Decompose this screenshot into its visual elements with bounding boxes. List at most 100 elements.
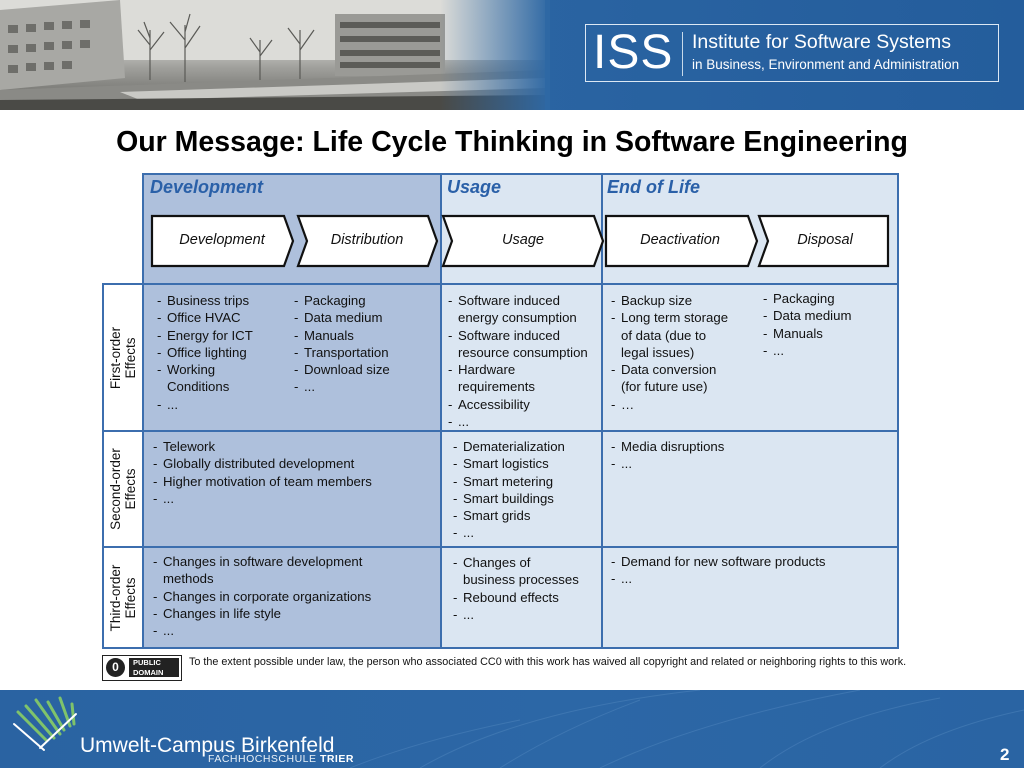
third-order-development-list: Changes in software development methods … (153, 553, 371, 640)
phase-label-development: Development (150, 177, 264, 197)
second-order-eol-list: Media disruptions ... (611, 438, 724, 473)
second-order-usage-list: Dematerialization Smart logistics Smart … (453, 438, 565, 542)
list-item-continued: resource consumption (458, 344, 588, 360)
list-item: Data conversion (611, 361, 728, 379)
list-item: Download size (294, 361, 390, 379)
row-label-second-order: Second-order Effects (108, 448, 138, 530)
row-label-first-order: First-order Effects (108, 326, 138, 389)
list-item: Media disruptions (611, 438, 724, 456)
list-item: Demand for new software products (611, 553, 826, 571)
list-item-continued: (for future use) (621, 379, 708, 395)
third-order-eol-list: Demand for new software products ... (611, 553, 826, 588)
list-item: … (611, 396, 728, 414)
list-item: Working (157, 361, 253, 379)
step-distribution: Distribution (330, 232, 404, 248)
list-item: ... (294, 378, 390, 396)
list-item: Smart metering (453, 473, 565, 491)
list-item: Software induced (448, 292, 588, 310)
list-item: Changes in software development (153, 553, 371, 571)
list-item: Changes in life style (153, 605, 371, 623)
first-order-eol-list-b: Packaging Data medium Manuals ... (763, 290, 851, 359)
chevron-usage (441, 214, 605, 268)
list-item: ... (453, 524, 565, 542)
list-item-continued: of data (due to (621, 327, 707, 343)
list-item: Data medium (763, 307, 851, 325)
step-usage: Usage (502, 232, 544, 248)
chevron-distribution (296, 214, 439, 268)
row-header-first-order: First-order Effects (102, 283, 144, 432)
list-item: Accessibility (448, 396, 588, 414)
iss-separator (682, 32, 683, 76)
list-item: Globally distributed development (153, 455, 372, 473)
step-disposal: Disposal (797, 232, 853, 248)
cc-zero-icon: 0 (106, 658, 125, 677)
first-order-eol-list-a: Backup size Long term storage of data (d… (611, 292, 728, 413)
second-order-development-list: Telework Globally distributed developmen… (153, 438, 372, 507)
chevron-development (150, 214, 295, 268)
leaf-texture (13, 690, 1024, 768)
list-item: ... (763, 342, 851, 360)
step-deactivation: Deactivation (640, 232, 720, 248)
page-number: 2 (1000, 745, 1010, 764)
iss-subtitle: in Business, Environment and Administrat… (692, 57, 960, 72)
footer-banner (0, 690, 1024, 768)
slide-title: Our Message: Life Cycle Thinking in Soft… (116, 126, 908, 158)
list-item: Long term storage (611, 309, 728, 327)
list-item: Manuals (294, 327, 390, 345)
list-item: ... (153, 622, 371, 640)
chevron-deactivation (604, 214, 759, 268)
list-item: Business trips (157, 292, 253, 310)
list-item: Office HVAC (157, 309, 253, 327)
header-banner: ISS Institute for Software Systems in Bu… (0, 0, 1024, 110)
list-item: Backup size (611, 292, 728, 310)
list-item: ... (153, 490, 372, 508)
chevron-disposal (757, 214, 890, 268)
list-item: Software induced (448, 327, 588, 345)
list-item: Packaging (763, 290, 851, 308)
list-item-continued: methods (163, 571, 214, 587)
list-item: Higher motivation of team members (153, 473, 372, 491)
list-item: Dematerialization (453, 438, 565, 456)
list-item: ... (611, 570, 826, 588)
photo-fade (440, 0, 550, 110)
list-item-continued: legal issues) (621, 344, 695, 360)
list-item-continued: requirements (458, 379, 535, 395)
step-development: Development (179, 232, 265, 248)
list-item: Manuals (763, 325, 851, 343)
list-item: Office lighting (157, 344, 253, 362)
list-item: ... (453, 606, 579, 624)
first-order-development-list-b: Packaging Data medium Manuals Transporta… (294, 292, 390, 396)
school-name: FACHHOCHSCHULE TRIER (208, 753, 354, 765)
list-item: Packaging (294, 292, 390, 310)
list-item: ... (611, 455, 724, 473)
first-order-usage-list: Software induced energy consumption Soft… (448, 292, 588, 431)
phase-label-end-of-life: End of Life (607, 177, 700, 197)
iss-logo-frame (585, 24, 999, 82)
list-item: Energy for ICT (157, 327, 253, 345)
list-item: Telework (153, 438, 372, 456)
third-order-usage-list: Changes of business processes Rebound ef… (453, 554, 579, 623)
list-item: ... (448, 413, 588, 431)
list-item-continued: energy consumption (458, 310, 577, 326)
iss-acronym: ISS (593, 26, 674, 79)
phase-label-usage: Usage (447, 177, 502, 197)
first-order-development-list-a: Business trips Office HVAC Energy for IC… (157, 292, 253, 413)
list-item: Transportation (294, 344, 390, 362)
list-item: Smart buildings (453, 490, 565, 508)
cc0-public-domain-badge[interactable]: 0 PUBLIC DOMAIN (102, 655, 182, 681)
list-item: Hardware (448, 361, 588, 379)
list-item: Smart grids (453, 507, 565, 525)
process-chevrons (150, 214, 890, 268)
iss-title: Institute for Software Systems (692, 31, 952, 53)
list-item: Data medium (294, 309, 390, 327)
list-item-continued: Conditions (167, 379, 230, 395)
row-label-third-order: Third-order Effects (108, 564, 138, 631)
campus-name: Umwelt-Campus Birkenfeld (80, 734, 335, 757)
list-item: Smart logistics (453, 455, 565, 473)
list-item: ... (157, 396, 253, 414)
list-item: Rebound effects (453, 589, 579, 607)
row-header-second-order: Second-order Effects (102, 430, 144, 548)
list-item: Changes in corporate organizations (153, 588, 371, 606)
row-header-third-order: Third-order Effects (102, 546, 144, 649)
cc-badge-text: PUBLIC DOMAIN (129, 658, 179, 677)
